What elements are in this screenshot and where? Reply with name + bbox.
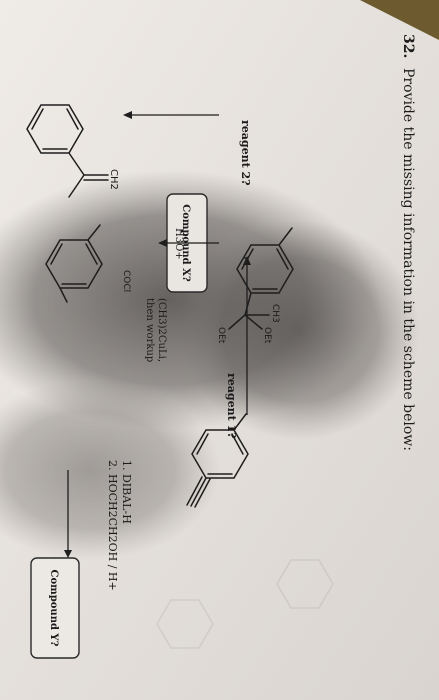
- show-through: [156, 559, 334, 649]
- compound-y-label: Compound Y?: [48, 570, 59, 647]
- acetal-step: 2. HOCH2CH2OH / H+: [106, 460, 119, 591]
- reaction-arrows: [64, 111, 251, 558]
- question-prompt: Provide the missing information in the s…: [400, 68, 416, 451]
- ch3-label: CH3: [270, 304, 280, 323]
- question-number: 32.: [400, 34, 416, 58]
- cuprate-line-1: (CH3)2CuLi,: [156, 298, 167, 362]
- ketal-intermediate: CH3 OEt OEt: [216, 227, 294, 344]
- alkyne-starting-material: [186, 413, 249, 508]
- reagent-1-label: reagent 1?: [225, 373, 238, 439]
- oet-label-2: OEt: [216, 327, 226, 344]
- ch2-label: CH2: [108, 169, 119, 190]
- compound-y-box: Compound Y?: [30, 557, 80, 659]
- oet-label-1: OEt: [262, 327, 272, 344]
- h3o-label: H3O+: [173, 228, 184, 260]
- table-corner: [360, 0, 439, 40]
- cocl-label: COCl: [121, 270, 131, 292]
- cuprate-line-2: then workup: [144, 298, 155, 362]
- acid-chloride: COCl: [45, 224, 131, 303]
- alkene-starting-material: CH2: [26, 104, 119, 198]
- reagent-2-label: reagent 2?: [239, 120, 252, 186]
- dibal-step: 1. DIBAL-H: [120, 460, 133, 524]
